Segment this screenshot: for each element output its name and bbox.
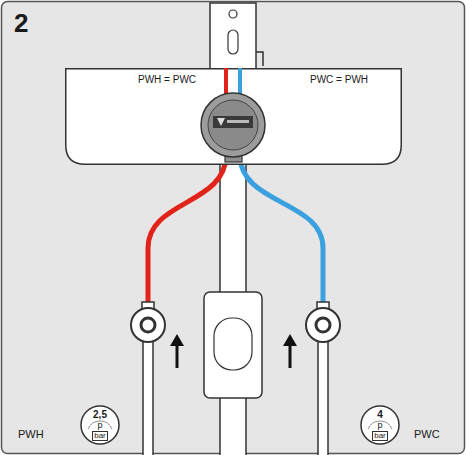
siphon-body xyxy=(214,318,252,370)
faucet xyxy=(210,3,263,69)
siphon-trap xyxy=(204,292,262,398)
unit-label: bar xyxy=(372,431,388,441)
pressure-gauge: 4pbar xyxy=(360,405,400,445)
supply-pipes xyxy=(143,340,328,455)
gauge-reading: 4 xyxy=(377,410,383,420)
pressure-label: PWC xyxy=(414,428,440,440)
pressure-equation: PWH = PWC xyxy=(138,74,196,85)
gauge-reading: 2,5 xyxy=(93,410,107,420)
step-number: 2 xyxy=(14,8,28,39)
angle-valve xyxy=(131,302,340,342)
pressure-label: PWH xyxy=(18,428,44,440)
flow-arrow xyxy=(170,334,297,368)
hot-hose xyxy=(148,155,226,306)
pressure-symbol: p xyxy=(97,421,102,430)
pressure-equation: PWC = PWH xyxy=(310,74,368,85)
thermostatic-mixer xyxy=(201,93,265,162)
unit-label: bar xyxy=(92,431,108,441)
cold-hose xyxy=(240,155,323,306)
pressure-gauge: 2,5pbar xyxy=(80,405,120,445)
pressure-symbol: p xyxy=(377,421,382,430)
